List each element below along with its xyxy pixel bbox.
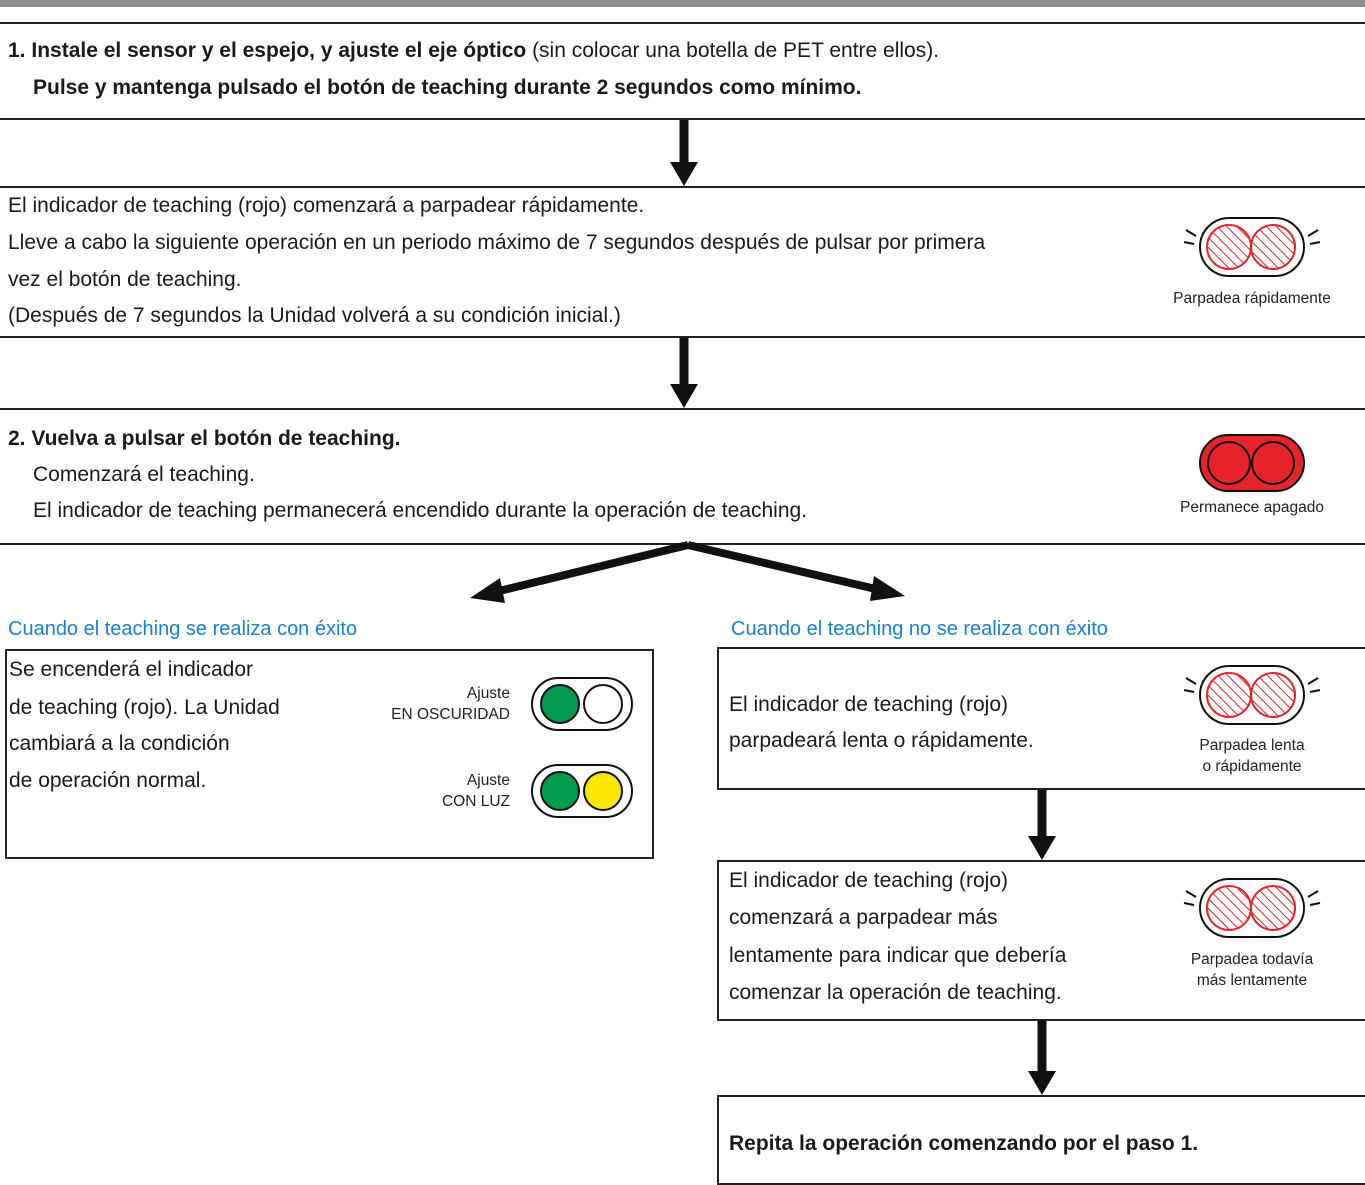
failure-box1-line-1: El indicador de teaching (rojo) [729,693,1008,716]
failure-box2-line-4: comenzar la operación de teaching. [729,981,1062,1004]
step2-title: Vuelva a pulsar el botón de teaching. [31,427,401,450]
step2-box: 2. Vuelva a pulsar el botón de teaching.… [0,408,1365,545]
light-setting-label-1: Ajuste [466,772,510,789]
step1-number: 1. [8,39,26,62]
info-line-3: vez el botón de teaching. [8,268,242,291]
green-yellow-indicator-icon [531,764,633,818]
step2-line-1: Comenzará el teaching. [33,463,255,486]
step1-line2: Pulse y mantenga pulsado el botón de tea… [33,76,862,99]
failure-box-3: Repita la operación comenzando por el pa… [717,1095,1365,1185]
failure-box2-caption-1: Parpadea todavía [1190,951,1314,968]
success-line-1: Se encenderá el indicador [9,658,254,681]
success-line-4: de operación normal. [9,769,207,792]
blink-indicator-icon [1183,665,1321,725]
light-setting-label-2: CON LUZ [441,793,510,810]
step1-line1: 1. Instale el sensor y el espejo, y ajus… [8,34,939,68]
blink-indicator-icon [1183,217,1321,277]
step2-title-line: 2. Vuelva a pulsar el botón de teaching. [8,422,401,456]
dark-setting-label-2: EN OSCURIDAD [391,706,510,723]
success-line-2: de teaching (rojo). La Unidad [9,696,280,719]
down-arrow-icon [670,338,698,408]
step2-number: 2. [8,427,26,450]
info-line-2: Lleve a cabo la siguiente operación en u… [8,231,986,254]
step1-bold-text: Instale el sensor y el espejo, y ajuste … [31,39,527,62]
failure-box3-text: Repita la operación comenzando por el pa… [729,1132,1199,1155]
failure-box2-line-2: comenzará a parpadear más [729,906,998,929]
down-arrow-icon [1028,790,1056,860]
failure-box2-caption-2: más lentamente [1196,972,1308,989]
failure-box1-caption-2: o rápidamente [1202,758,1302,775]
failure-heading: Cuando el teaching no se realiza con éxi… [731,618,1108,640]
top-rule [0,0,1365,7]
info-box: El indicador de teaching (rojo) comenzar… [0,186,1365,338]
dark-setting-label-1: Ajuste [466,685,510,702]
info-line-1: El indicador de teaching (rojo) comenzar… [8,194,645,217]
failure-box1-caption-1: Parpadea lenta [1199,737,1305,754]
green-white-indicator-icon [531,677,633,731]
failure-box2-line-1: El indicador de teaching (rojo) [729,869,1008,892]
step2-line-2: El indicador de teaching permanecerá enc… [33,499,808,522]
success-heading: Cuando el teaching se realiza con éxito [8,618,358,640]
step2-indicator-caption: Permanece apagado [1180,499,1324,516]
info-line-4: (Después de 7 segundos la Unidad volverá… [8,304,621,327]
success-box: Se encenderá el indicador de teaching (r… [5,649,654,859]
steady-indicator-icon [1199,434,1305,492]
step1-box: 1. Instale el sensor y el espejo, y ajus… [0,22,1365,120]
info-indicator-caption: Parpadea rápidamente [1173,290,1331,307]
step1-normal-text: (sin colocar una botella de PET entre el… [526,39,940,62]
down-arrow-icon [1028,1021,1056,1095]
blink-indicator-icon [1183,878,1321,938]
down-arrow-icon [670,120,698,186]
split-arrow-icon [470,541,905,603]
failure-box2-line-3: lentamente para indicar que debería [729,944,1067,967]
success-line-3: cambiará a la condición [9,732,230,755]
failure-box1-line-2: parpadeará lenta o rápidamente. [729,729,1034,752]
